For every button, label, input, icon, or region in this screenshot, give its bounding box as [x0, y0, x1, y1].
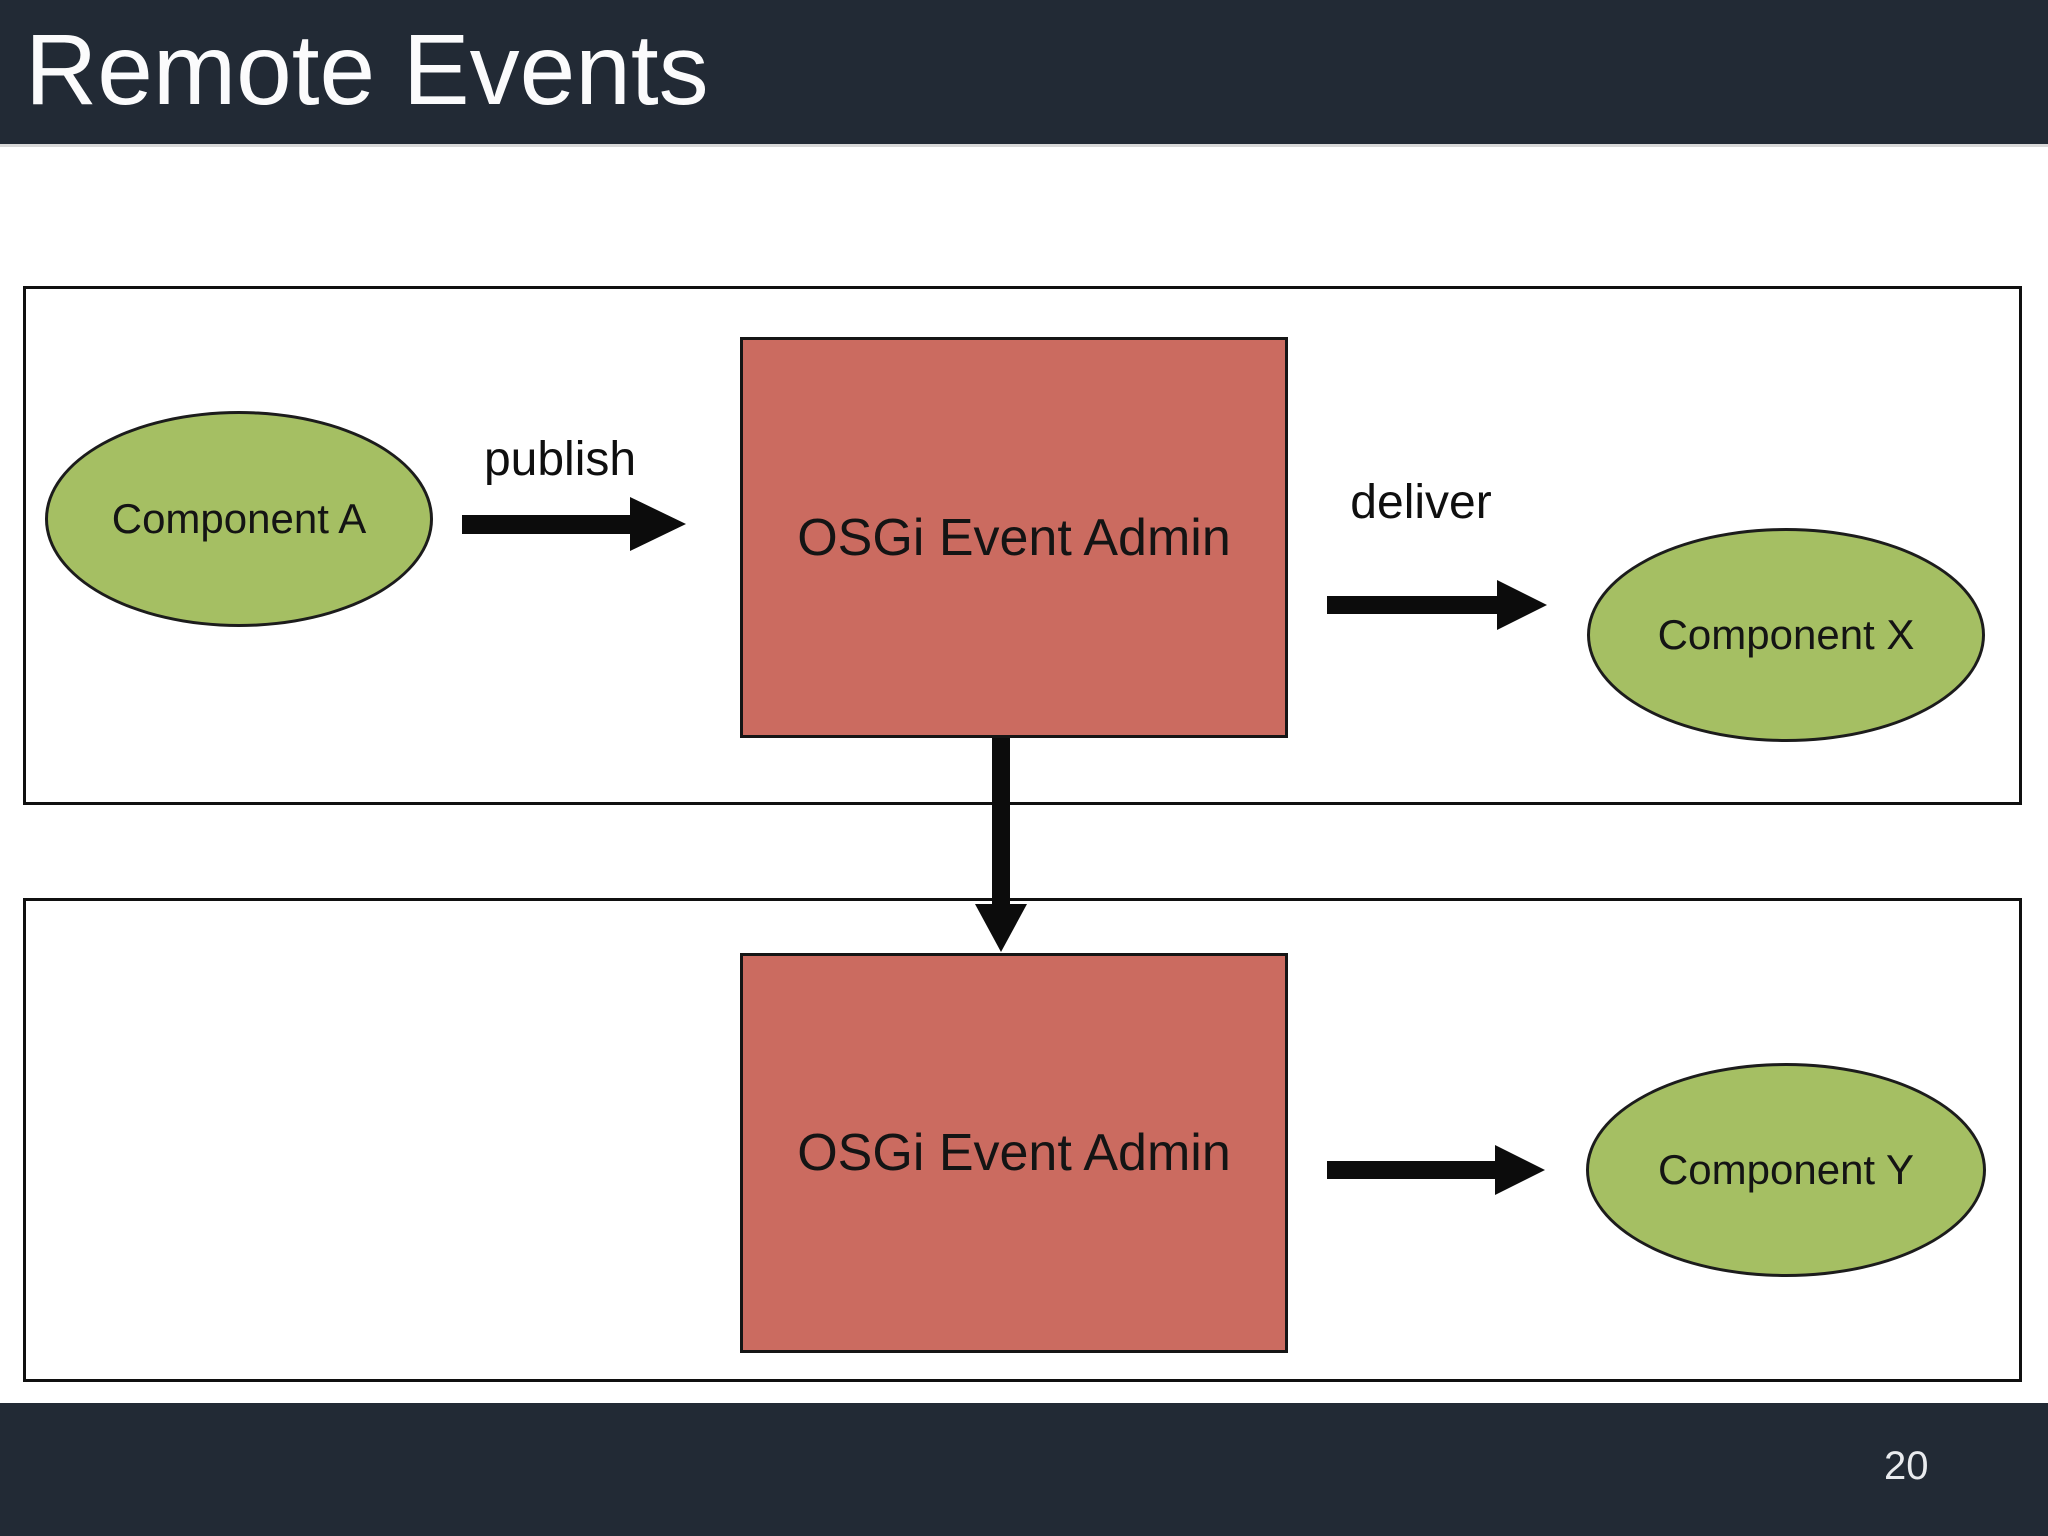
- osgi-event-admin-box-top: OSGi Event Admin: [740, 337, 1288, 738]
- osgi-event-admin-top-label: OSGi Event Admin: [797, 508, 1231, 567]
- publish-arrow-icon: [462, 497, 686, 551]
- page-number: 20: [1884, 1444, 1929, 1488]
- remote-forward-arrow-icon: [975, 738, 1027, 952]
- component-y-label: Component Y: [1657, 1146, 1915, 1193]
- osgi-event-admin-box-bottom: OSGi Event Admin: [740, 953, 1288, 1353]
- bottom-deliver-arrow-icon: [1327, 1145, 1545, 1195]
- component-y-ellipse: Component Y: [1586, 1063, 1986, 1277]
- osgi-event-admin-bottom-label: OSGi Event Admin: [797, 1124, 1231, 1182]
- component-a-label: Component A: [111, 495, 367, 542]
- title-bar: Remote Events: [0, 0, 2048, 147]
- deliver-arrow-icon: [1327, 580, 1547, 630]
- component-x-label: Component X: [1657, 611, 1915, 658]
- footer-bar: [0, 1403, 2048, 1536]
- component-x-ellipse: Component X: [1587, 528, 1985, 742]
- deliver-label: deliver: [1350, 476, 1492, 529]
- component-a-ellipse: Component A: [45, 411, 433, 627]
- slide-title: Remote Events: [25, 14, 709, 126]
- publish-label: publish: [483, 433, 637, 486]
